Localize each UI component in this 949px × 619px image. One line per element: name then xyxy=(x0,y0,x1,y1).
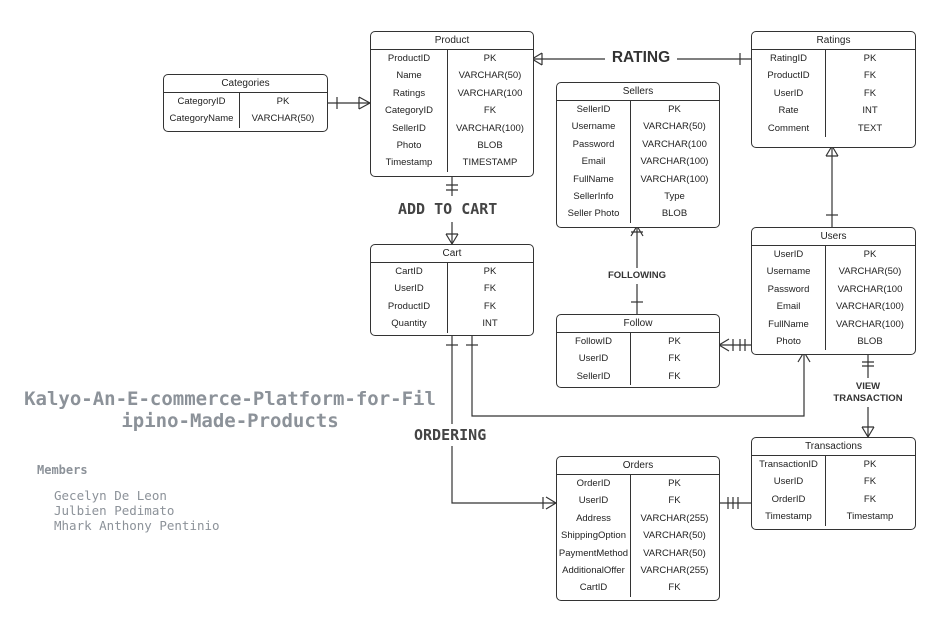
ratings-title: Ratings xyxy=(752,32,915,50)
orders-title: Orders xyxy=(557,457,719,475)
transactions-title: Transactions xyxy=(752,438,915,456)
users-title: Users xyxy=(752,228,915,246)
member-name: Gecelyn De Leon xyxy=(54,488,167,503)
project-title: Kalyo-An-E-commerce-Platform-for-Filipin… xyxy=(24,388,436,432)
members-heading: Members xyxy=(37,463,88,477)
sellers-title: Sellers xyxy=(557,83,719,101)
rating-relation-label: RATING xyxy=(605,49,677,67)
cart-orders-connector xyxy=(451,334,556,504)
cart-users-connector xyxy=(471,334,805,417)
ordering-relation-label: ORDERING xyxy=(414,426,487,444)
categories-title: Categories xyxy=(164,75,327,93)
product-title: Product xyxy=(371,32,533,50)
follow-title: Follow xyxy=(557,315,719,333)
member-name: Julbien Pedimato xyxy=(54,503,175,518)
add-to-cart-relation-label: ADD TO CART xyxy=(398,200,498,218)
view-transaction-relation-label: VIEW TRANSACTION xyxy=(833,381,903,404)
member-name: Mhark Anthony Pentinio xyxy=(54,518,220,533)
cart-title: Cart xyxy=(371,245,533,263)
following-relation-label: FOLLOWING xyxy=(607,270,667,281)
